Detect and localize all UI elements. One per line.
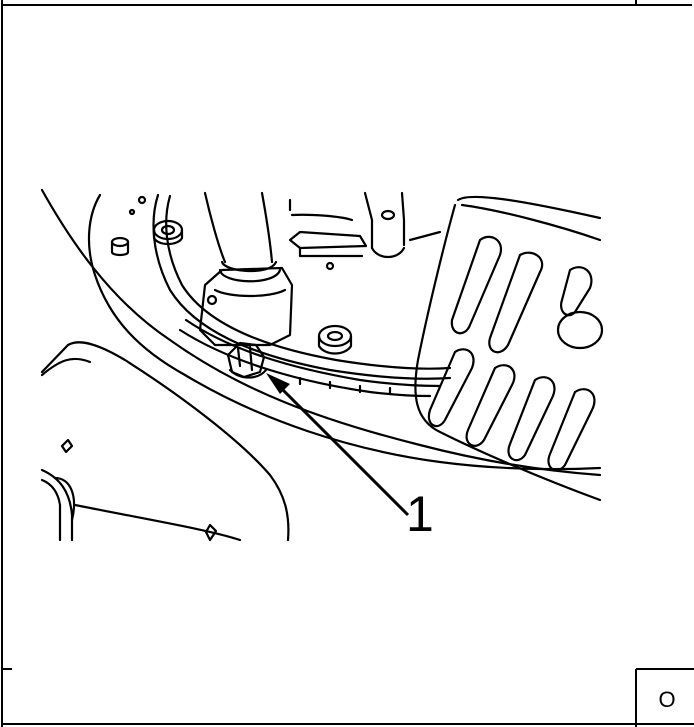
callout-arrow-icon <box>266 373 410 517</box>
corner-cell-text: O <box>658 687 676 712</box>
callout-label: 1 <box>406 486 434 542</box>
mechanical-assembly-illustration <box>40 188 604 542</box>
